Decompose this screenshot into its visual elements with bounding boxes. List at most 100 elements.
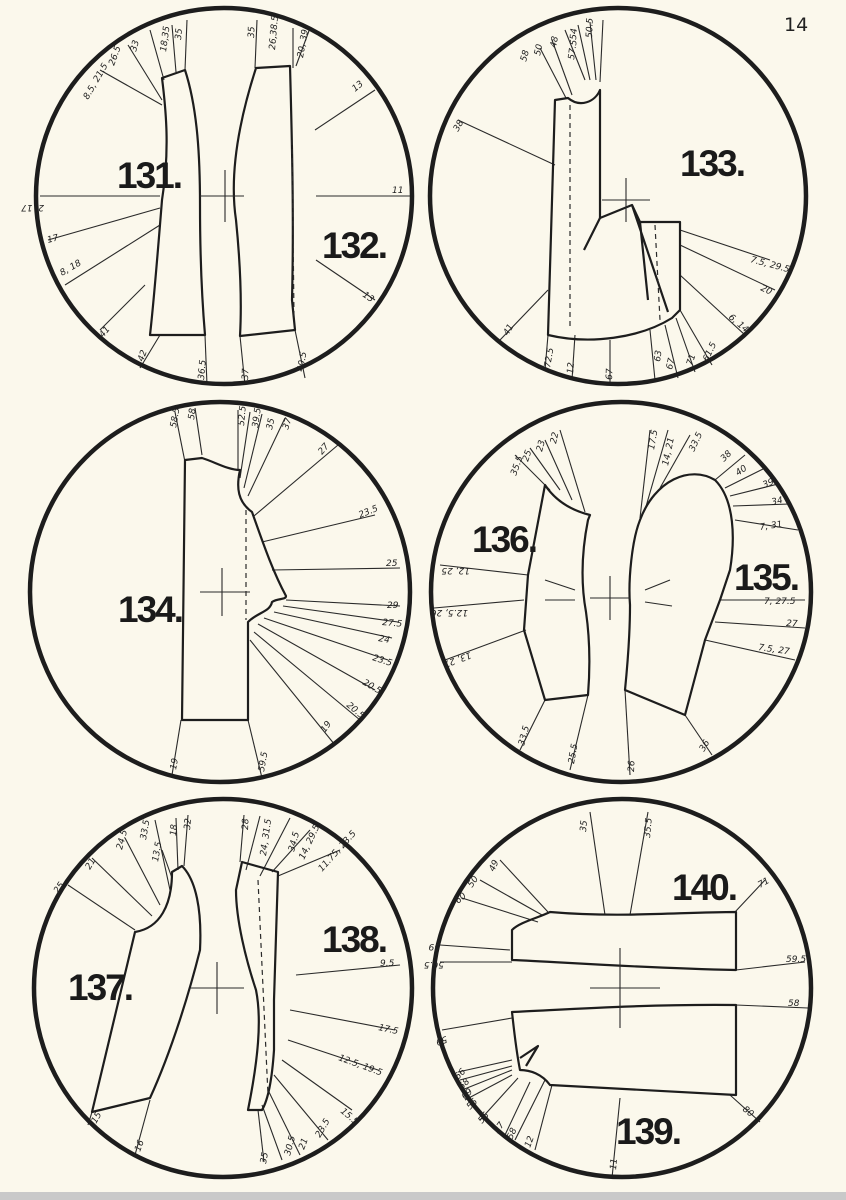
measure-label: 38 — [452, 118, 467, 133]
rays-139-140 — [439, 811, 809, 1179]
sleeve-piece-135 — [623, 473, 734, 717]
collar-piece-139 — [510, 1003, 738, 1097]
rays-135-136 — [433, 429, 806, 776]
ring-135-136 — [428, 399, 814, 785]
measure-label: 11 — [609, 1158, 620, 1170]
measure-label: 19 — [319, 719, 334, 734]
measure-label: 12.5, 26 — [431, 607, 468, 617]
circle-134: 134. 58.5 58 52.5 39.5 35 37 27 23.5 25 … — [27, 399, 413, 785]
measure-label: 49 — [488, 858, 502, 873]
measure-label: 9.5 — [380, 959, 395, 969]
figure-label-137: 137. — [68, 967, 132, 1008]
measure-label: 7, 31 — [759, 520, 783, 533]
measure-label: 36 — [698, 738, 713, 753]
dart-133 — [583, 204, 670, 313]
measure-label: 36.5 — [197, 359, 209, 380]
measure-label: 71 — [757, 876, 772, 890]
ring-139-140 — [430, 796, 814, 1180]
circle-133: 133. 58 50 48 57.5 54 50.5 38 7.5, 29.5 … — [427, 5, 809, 387]
measure-label: 33 — [129, 39, 142, 53]
figure-label-136: 136. — [472, 519, 536, 560]
measure-label: 23.5 — [357, 504, 380, 521]
measure-label: 58 — [788, 999, 800, 1009]
ring-131-132 — [33, 5, 415, 387]
measure-label: 13.5 — [151, 841, 164, 863]
figure-label-139: 139. — [616, 1111, 680, 1152]
sleeve-piece-131 — [148, 68, 207, 337]
measure-label: 17.5 — [377, 1023, 399, 1037]
measure-label: 59.5 — [786, 955, 806, 965]
measure-label: 61.5 — [702, 341, 720, 364]
measure-label: 23.5 — [314, 1117, 333, 1140]
sleeve-piece-136 — [522, 483, 592, 702]
measure-label: 24 — [377, 634, 390, 646]
measure-label: 52.5 — [237, 405, 249, 426]
measure-label: 50 — [533, 43, 545, 57]
measure-label: 32 — [183, 818, 194, 831]
rays-137-138 — [67, 814, 401, 1163]
measure-label: 58 — [187, 407, 199, 420]
measure-label: 29 — [387, 601, 399, 611]
measure-label: 57 — [492, 1120, 507, 1135]
measure-labels-134: 58.5 58 52.5 39.5 35 37 27 23.5 25 29 27… — [169, 405, 403, 772]
dashed-guide-132 — [291, 139, 295, 319]
figure-label-140: 140. — [672, 867, 736, 908]
measure-label: 35 — [265, 417, 277, 431]
gather-mark — [644, 601, 673, 607]
measure-label: 33.5 — [517, 725, 532, 747]
sleeve-piece-134 — [180, 456, 288, 722]
measure-label: 21 — [84, 857, 98, 872]
measure-label: 20, 39 — [296, 28, 311, 58]
measure-label: 56.5 — [424, 959, 444, 969]
measure-label: 7, 27.5 — [764, 597, 796, 607]
measure-label: 67 — [605, 368, 615, 380]
measure-label: 13 — [351, 79, 366, 94]
measure-label: 18 — [169, 824, 180, 837]
measure-label: 50.5 — [585, 17, 596, 38]
measure-label: 35 — [259, 1151, 271, 1164]
measure-label: 14, 29.5 — [298, 823, 323, 861]
measure-label: 22 — [549, 431, 561, 445]
measure-label: 58 — [506, 1126, 520, 1141]
ring-133 — [427, 5, 809, 387]
measure-labels-139-140: 49 50 60 35 35.5 71 59 56.5 59.5 58 59 6… — [424, 817, 807, 1170]
measure-label: 17 — [46, 233, 60, 246]
measure-label: 27 — [317, 442, 332, 457]
measure-label: 54 — [569, 28, 580, 41]
measure-label: 17.5 — [647, 429, 660, 451]
rays-131-132 — [40, 19, 410, 386]
measure-label: 71 — [685, 353, 698, 367]
measure-label: 40 — [734, 464, 749, 479]
measure-label: 18,35 — [159, 25, 173, 52]
measure-label: 59 — [428, 941, 440, 951]
measure-label: 58.5 — [169, 407, 182, 429]
measure-label: 25 — [521, 449, 534, 463]
bodice-piece-133 — [546, 88, 682, 341]
measure-label: 21 — [297, 1137, 310, 1151]
figure-label-134: 134. — [118, 589, 182, 630]
collar-piece-140 — [510, 910, 738, 972]
measure-label: 67 — [665, 357, 677, 371]
sleeve-piece-132 — [232, 64, 297, 338]
measure-label: 38 — [719, 449, 734, 464]
measure-label: 33.5 — [139, 819, 152, 841]
rays-134 — [171, 407, 401, 779]
measure-label: 41 — [502, 323, 516, 338]
measure-label: 24, 31.5 — [259, 818, 274, 857]
measure-labels-133: 58 50 48 57.5 54 50.5 38 7.5, 29.5 20 6,… — [452, 17, 791, 380]
measure-label: 35 — [174, 28, 185, 41]
ring-134 — [27, 399, 413, 785]
page-number: 14 — [784, 14, 809, 36]
measure-label: 33.5 — [688, 431, 706, 454]
gather-mark — [644, 579, 671, 591]
measure-label: 63 — [653, 349, 665, 362]
figure-label-135: 135. — [734, 557, 798, 598]
measure-label: 16 — [133, 1139, 146, 1153]
sleeve-piece-138 — [234, 860, 280, 1112]
measure-label: 37 — [241, 368, 251, 380]
figure-label-133: 133. — [680, 143, 744, 184]
circle-139-140: 140. 139. 49 50 60 35 35.5 71 59 56.5 59… — [424, 796, 814, 1180]
notch-139 — [519, 1044, 540, 1067]
